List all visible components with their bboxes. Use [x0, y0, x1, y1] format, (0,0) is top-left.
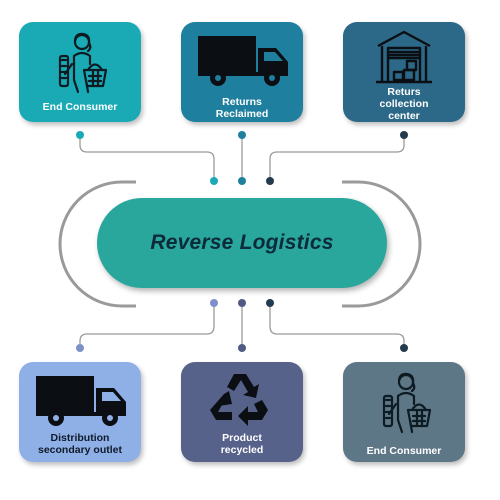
- card-label-line: Returns: [222, 96, 262, 108]
- dot-pill-top-1: [210, 177, 218, 185]
- dot-bottom-right: [400, 344, 408, 352]
- connector-bottom-left: [79, 303, 215, 348]
- card-label-line: center: [388, 110, 420, 122]
- card-label: End Consumer: [42, 101, 118, 113]
- card-collection-center: Returs collection center: [343, 22, 465, 122]
- card-label-line: recycled: [220, 444, 264, 456]
- dot-bottom-left: [76, 344, 84, 352]
- card-label: Returs collection center: [347, 86, 461, 122]
- dot-bottom-center: [238, 344, 246, 352]
- shopper-icon: [19, 30, 141, 94]
- card-returns-reclaimed: Returns Reclaimed: [181, 22, 303, 122]
- connector-top-right: [269, 136, 405, 181]
- card-label: Returns Reclaimed: [185, 96, 299, 120]
- connector-top-left: [79, 136, 215, 181]
- truck-icon: [181, 30, 303, 90]
- card-label: Distribution secondary outlet: [23, 432, 137, 456]
- recycle-icon: [181, 368, 303, 426]
- card-end-consumer-bottom: End Consumer: [343, 362, 465, 462]
- warehouse-icon: [343, 28, 465, 84]
- card-label-line: Returs: [387, 86, 421, 98]
- card-label-line: secondary outlet: [37, 444, 123, 456]
- card-label: End Consumer: [366, 445, 442, 457]
- dot-top-center: [238, 131, 246, 139]
- card-label-line: Product: [222, 432, 262, 444]
- card-distribution-outlet: Distribution secondary outlet: [19, 362, 141, 462]
- dot-top-left: [76, 131, 84, 139]
- center-node: Reverse Logistics: [97, 198, 387, 288]
- truck-icon: [19, 370, 141, 430]
- connector-bottom-right: [269, 303, 405, 348]
- dot-pill-top-3: [266, 177, 274, 185]
- dot-pill-bottom-1: [210, 299, 218, 307]
- card-label: Product recycled: [185, 432, 299, 456]
- card-end-consumer-top: End Consumer: [19, 22, 141, 122]
- center-title: Reverse Logistics: [150, 231, 334, 254]
- dot-top-right: [400, 131, 408, 139]
- dot-pill-bottom-2: [238, 299, 246, 307]
- card-product-recycled: Product recycled: [181, 362, 303, 462]
- shopper-icon: [343, 370, 465, 434]
- ring-left-bracket: [58, 180, 136, 308]
- card-label-line: Distribution: [50, 432, 110, 444]
- ring-right-bracket: [342, 180, 422, 308]
- dot-pill-top-2: [238, 177, 246, 185]
- card-label-line: collection: [379, 98, 429, 110]
- dot-pill-bottom-3: [266, 299, 274, 307]
- card-label-line: Reclaimed: [215, 108, 269, 120]
